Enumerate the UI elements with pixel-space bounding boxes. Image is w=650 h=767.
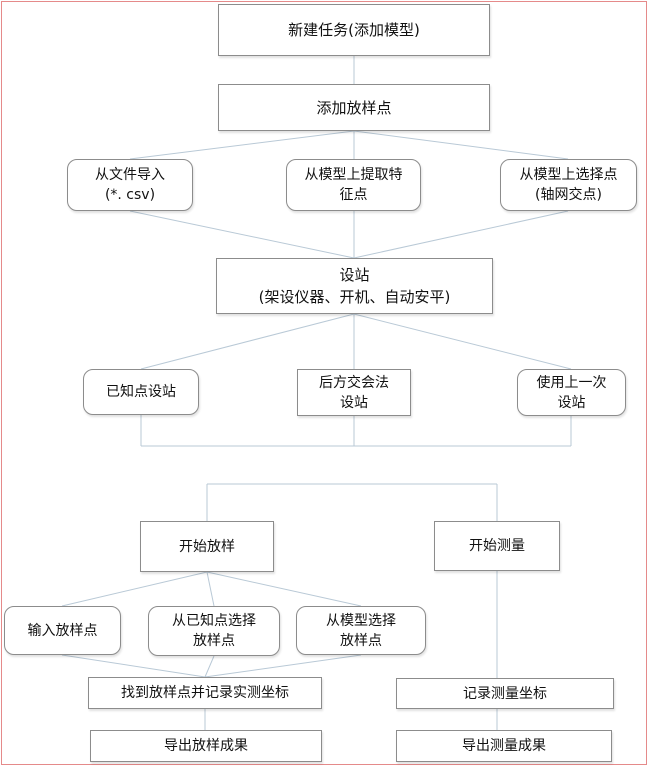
connector bbox=[61, 654, 206, 678]
node-export-staking-results: 导出放样成果 bbox=[90, 730, 322, 762]
node-add-staking-points: 添加放样点 bbox=[218, 84, 490, 131]
connector bbox=[353, 130, 569, 160]
node-input-staking-point: 输入放样点 bbox=[4, 606, 121, 655]
node-export-measurement-results: 导出测量成果 bbox=[396, 730, 612, 762]
connector bbox=[353, 210, 569, 259]
node-new-task: 新建任务(添加模型) bbox=[218, 4, 490, 56]
connector bbox=[140, 313, 355, 370]
connector bbox=[61, 571, 208, 607]
node-use-last-station: 使用上一次 设站 bbox=[517, 369, 626, 416]
node-start-staking: 开始放样 bbox=[140, 521, 274, 572]
node-select-from-model: 从模型上选择点 (轴网交点) bbox=[500, 159, 637, 211]
node-resection-station: 后方交会法 设站 bbox=[297, 369, 411, 416]
node-record-measurement: 记录测量坐标 bbox=[396, 678, 614, 709]
connector bbox=[129, 130, 355, 160]
node-select-from-model-staking: 从模型选择 放样点 bbox=[296, 606, 426, 655]
node-extract-feature-points: 从模型上提取特 征点 bbox=[286, 159, 421, 211]
node-import-from-file: 从文件导入 (*. csv) bbox=[67, 159, 193, 211]
node-setup-station: 设站 (架设仪器、开机、自动安平) bbox=[216, 258, 493, 314]
connector bbox=[204, 655, 215, 678]
connector bbox=[206, 571, 362, 607]
node-select-from-known: 从已知点选择 放样点 bbox=[148, 606, 280, 656]
node-known-point-station: 已知点设站 bbox=[83, 369, 199, 415]
connector bbox=[353, 313, 572, 370]
node-start-measuring: 开始测量 bbox=[434, 521, 560, 571]
connector bbox=[129, 210, 355, 259]
connector bbox=[204, 654, 362, 678]
connector bbox=[206, 571, 215, 607]
node-find-and-record: 找到放样点并记录实测坐标 bbox=[88, 677, 322, 709]
